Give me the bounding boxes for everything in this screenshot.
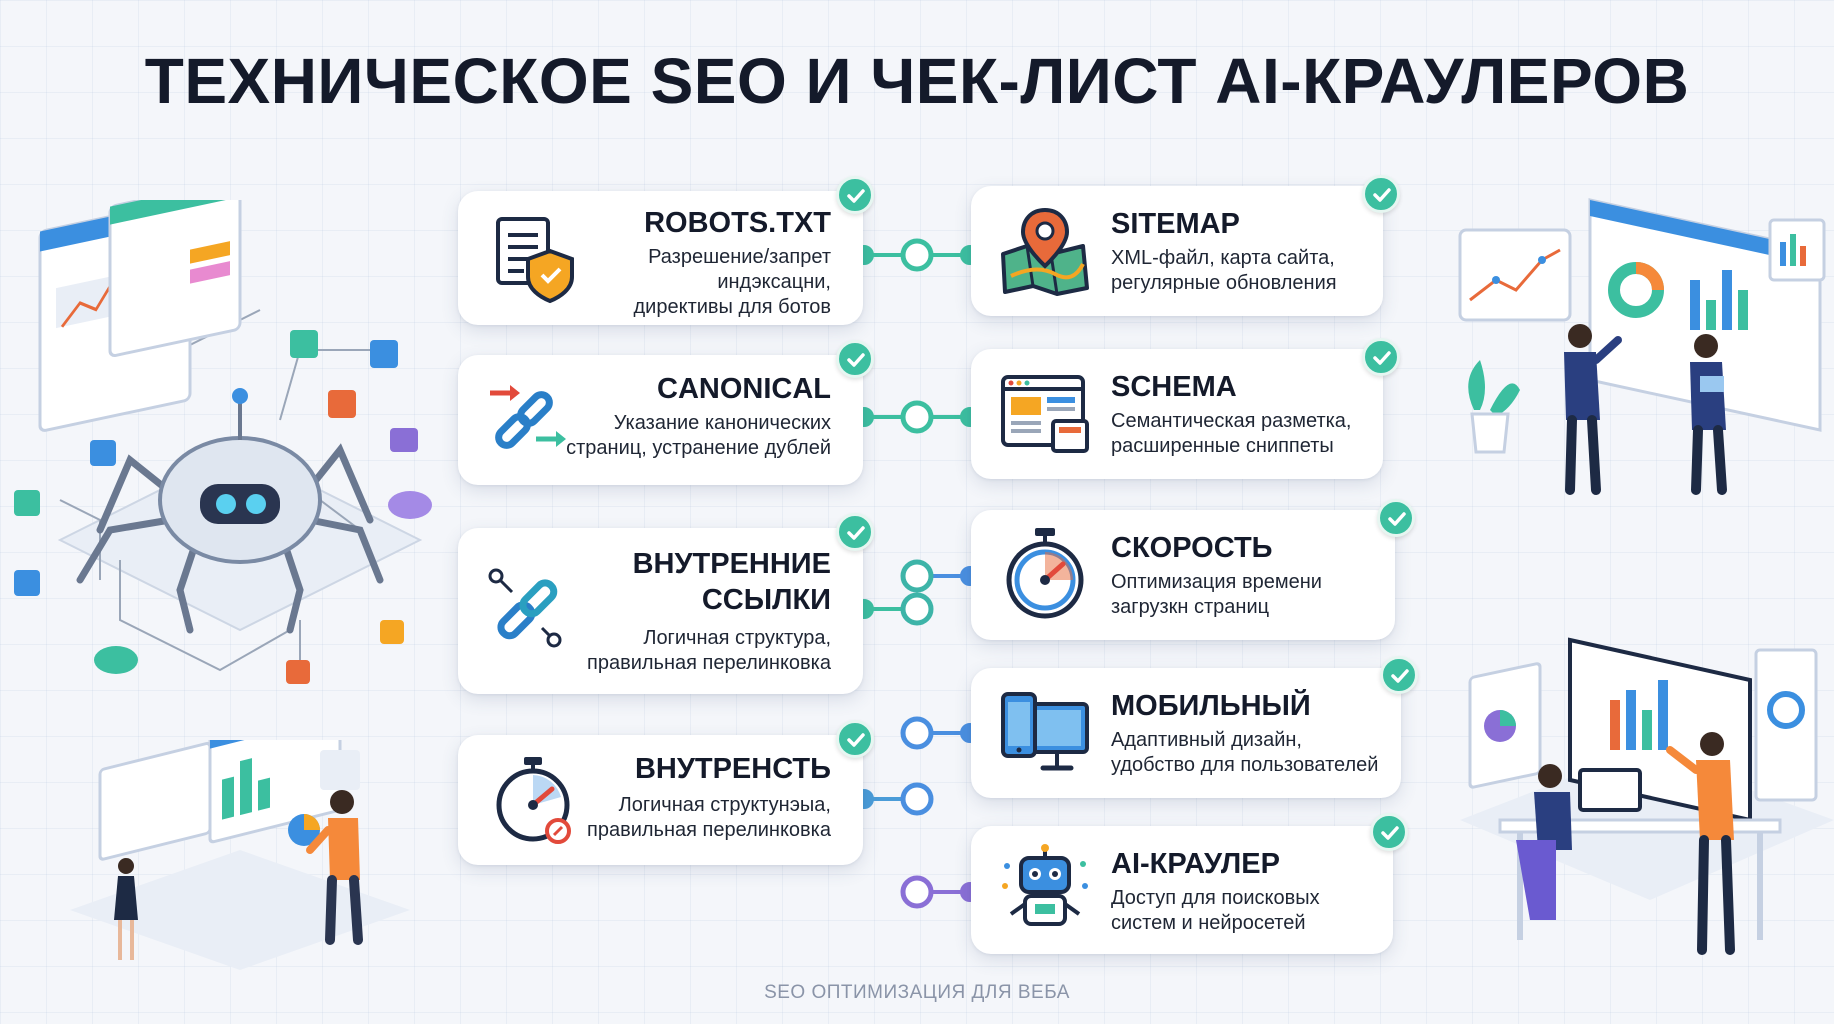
robot-icon xyxy=(1002,844,1088,926)
stopwatch-icon xyxy=(1006,528,1084,619)
team-analytics-illustration xyxy=(1458,198,1826,495)
document-shield-icon xyxy=(496,217,574,304)
check-icon xyxy=(836,513,874,551)
check-icon xyxy=(1362,175,1400,213)
phone-monitor-icon xyxy=(1001,692,1089,771)
check-icon xyxy=(836,720,874,758)
map-pin-icon xyxy=(1001,207,1089,296)
workstation-illustration xyxy=(1460,637,1834,955)
check-icon xyxy=(1377,499,1415,537)
stopwatch-icon xyxy=(496,757,571,844)
card-title: МОБИЛЬНЫЙ xyxy=(1111,690,1311,722)
page-title: ТЕХНИЧЕСКОЕ SEO И ЧЕК-ЛИСТ AI-КРАУЛЕРОВ xyxy=(144,45,1690,117)
chain-link-nodes-icon xyxy=(488,568,562,648)
check-icon xyxy=(1380,656,1418,694)
card-description: Семантическая разметка,расширенные снипп… xyxy=(1111,410,1352,457)
card-title: CANONICAL xyxy=(657,373,831,405)
card-description: Адаптивный дизайн,удобство для пользоват… xyxy=(1111,729,1379,776)
check-icon xyxy=(836,340,874,378)
card-title: AI-КРАУЛЕР xyxy=(1111,848,1280,880)
card-title: ВНУТРЕНСТЬ xyxy=(634,753,831,785)
spider-robot-illustration xyxy=(14,200,432,684)
card-description: Логичная структура,правильная перелинков… xyxy=(587,627,831,674)
card-title: SCHEMA xyxy=(1111,371,1237,403)
check-icon xyxy=(1362,338,1400,376)
card-vnutrenst: ВНУТРЕНСТЬ Логичная структунэыа,правильн… xyxy=(458,735,863,865)
card-title: СКОРОСТЬ xyxy=(1111,532,1273,564)
card-title: SITEMAP xyxy=(1111,208,1240,240)
check-icon xyxy=(1370,813,1408,851)
card-sitemap: SITEMAP XML-файл, карта сайта,регулярные… xyxy=(971,186,1383,316)
card-description: Логичная структунэыа,правильная перелинк… xyxy=(587,794,831,841)
card-title: ROBOTS.TXT xyxy=(644,207,831,239)
card-description: XML-файл, карта сайта,регулярные обновле… xyxy=(1111,247,1337,294)
card-schema: SCHEMA Семантическая разметка,расширенны… xyxy=(971,349,1383,479)
chain-link-arrows-icon xyxy=(490,385,566,449)
browser-layout-icon xyxy=(1001,375,1089,453)
analyst-dashboard-illustration xyxy=(70,740,410,970)
card-mobile: МОБИЛЬНЫЙ Адаптивный дизайн,удобство для… xyxy=(971,668,1401,798)
footer-caption: SEO ОПТИМИЗАЦИЯ ДЛЯ ВЕБА xyxy=(764,982,1070,1003)
check-icon xyxy=(836,176,874,214)
